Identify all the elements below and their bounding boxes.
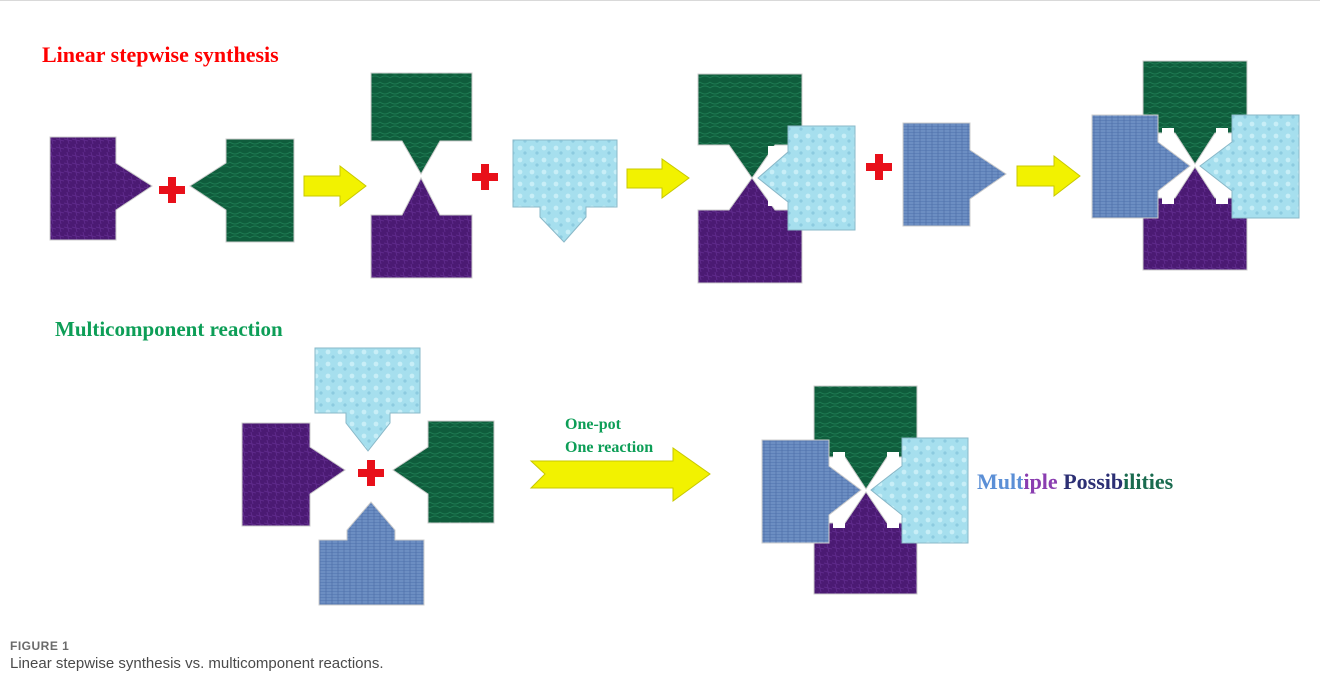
plus-icon [159,177,185,203]
plus-icon [866,154,892,180]
mcr-blue-bottom [318,501,425,606]
possibilities-part-3: Possib [1063,469,1124,494]
figure-caption: Linear stepwise synthesis vs. multicompo… [10,655,384,672]
yellow-arrow-3 [1016,154,1081,198]
product-linear [1091,60,1300,271]
product-multicomponent [761,385,969,595]
possibilities-part-2: iple [1023,469,1058,494]
plus-icon [472,164,498,190]
yellow-arrow-2 [626,158,690,199]
purple-reactant-a [49,136,153,241]
one-reaction-label: One reaction [565,439,654,456]
multiple-possibilities-label: Multiple Possibilities [977,469,1173,495]
top-rule [0,0,1320,1]
mcr-green-right [392,420,495,524]
one-pot-arrow [529,447,711,502]
green-reactant-b [189,138,295,243]
figure-label: FIGURE 1 [10,639,70,653]
lightblue-reactant-c [512,139,618,243]
reaction-diagram [49,60,1300,606]
yellow-arrow-1 [303,164,367,208]
multicomponent-heading: Multicomponent reaction [55,317,283,341]
mcr-purple-left [241,422,346,527]
intermediate-2 [697,73,856,284]
possibilities-part-1: Mult [977,469,1024,494]
linear-synthesis-heading: Linear stepwise synthesis [42,42,279,67]
one-pot-label: One-pot [565,416,621,433]
plus-icon [358,460,384,486]
possibilities-part-4: ilities [1123,469,1174,494]
mcr-lightblue-top [314,347,421,452]
intermediate-1 [370,72,473,279]
blue-reactant-d [902,122,1007,227]
